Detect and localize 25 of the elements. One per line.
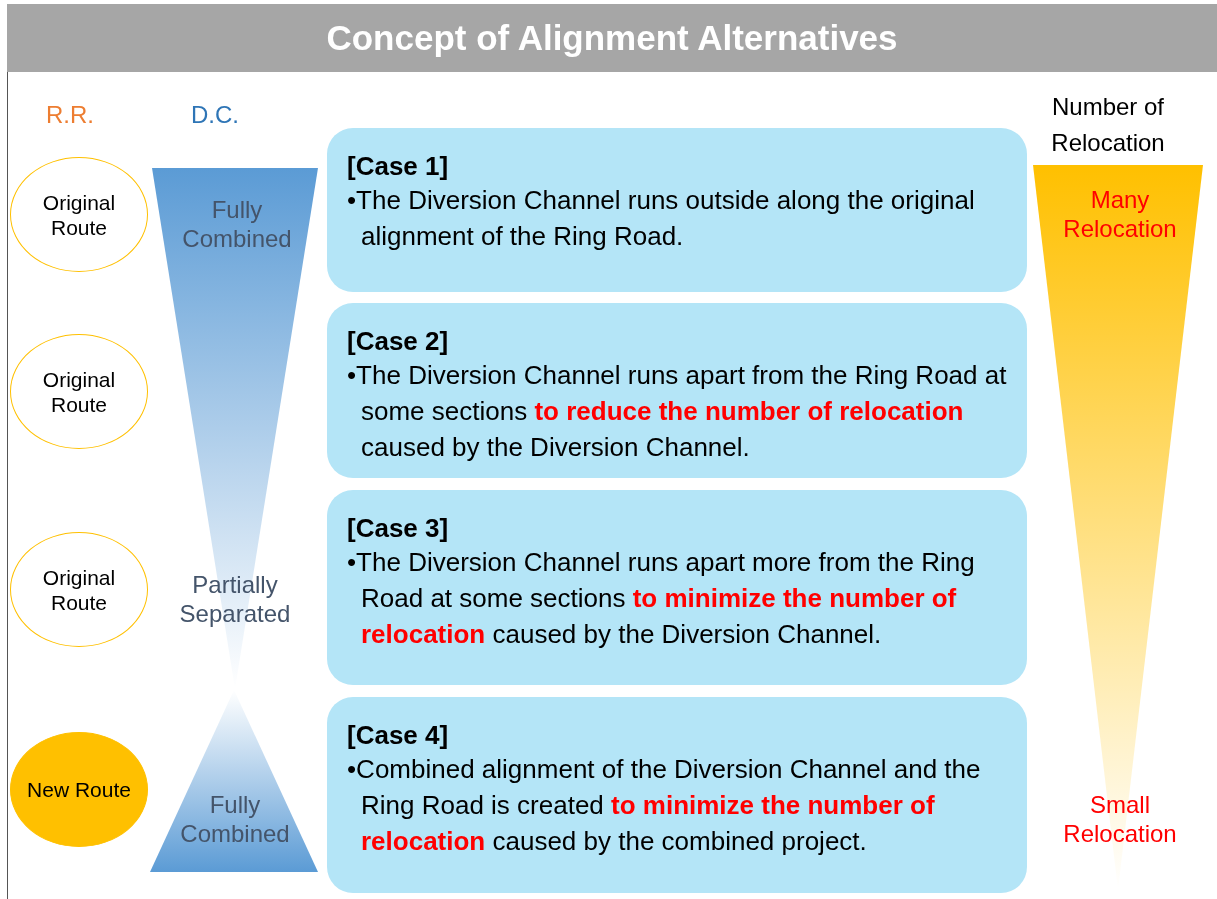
case-description: •The Diversion Channel runs outside along the original alignment of the Ring Road. [347, 184, 976, 253]
route-label: New Route [26, 776, 132, 803]
case-heading: [Case 3] [347, 512, 450, 544]
axis-label: R.R. [45, 100, 95, 130]
route-label: Original Route [41, 564, 117, 615]
case-card [327, 303, 1027, 478]
route-label: Original Route [41, 366, 117, 417]
case-heading: [Case 1] [347, 150, 450, 182]
triangle-label: Fully Combined [181, 196, 293, 254]
case-description: •Combined alignment of the Diversion Channel and the Ring Road is created to minimize the number of relocation caused by the combined project. [347, 753, 982, 858]
triangle-label: Fully Combined [179, 791, 291, 849]
case-card [327, 128, 1027, 292]
case-card [327, 697, 1027, 893]
case-heading: [Case 4] [347, 719, 450, 751]
triangle-label: Many Relocation [1062, 186, 1178, 244]
case-card [327, 490, 1027, 685]
title-bar: Concept of Alignment Alternatives [7, 4, 1217, 72]
triangle-label: Partially Separated [178, 571, 292, 629]
axis-label: D.C. [190, 100, 240, 130]
route-label: Original Route [41, 189, 117, 240]
axis-label: Number of Relocation [1050, 92, 1166, 158]
case-description: •The Diversion Channel runs apart from the Ring Road at some sections to reduce the number of relocation caused by the Diversion Channel. [347, 359, 1007, 464]
triangle-label: Small Relocation [1062, 791, 1178, 849]
case-description: •The Diversion Channel runs apart more from the Ring Road at some sections to minimize the number of relocation caused by the Diversion Channel. [347, 546, 976, 651]
case-heading: [Case 2] [347, 325, 450, 357]
